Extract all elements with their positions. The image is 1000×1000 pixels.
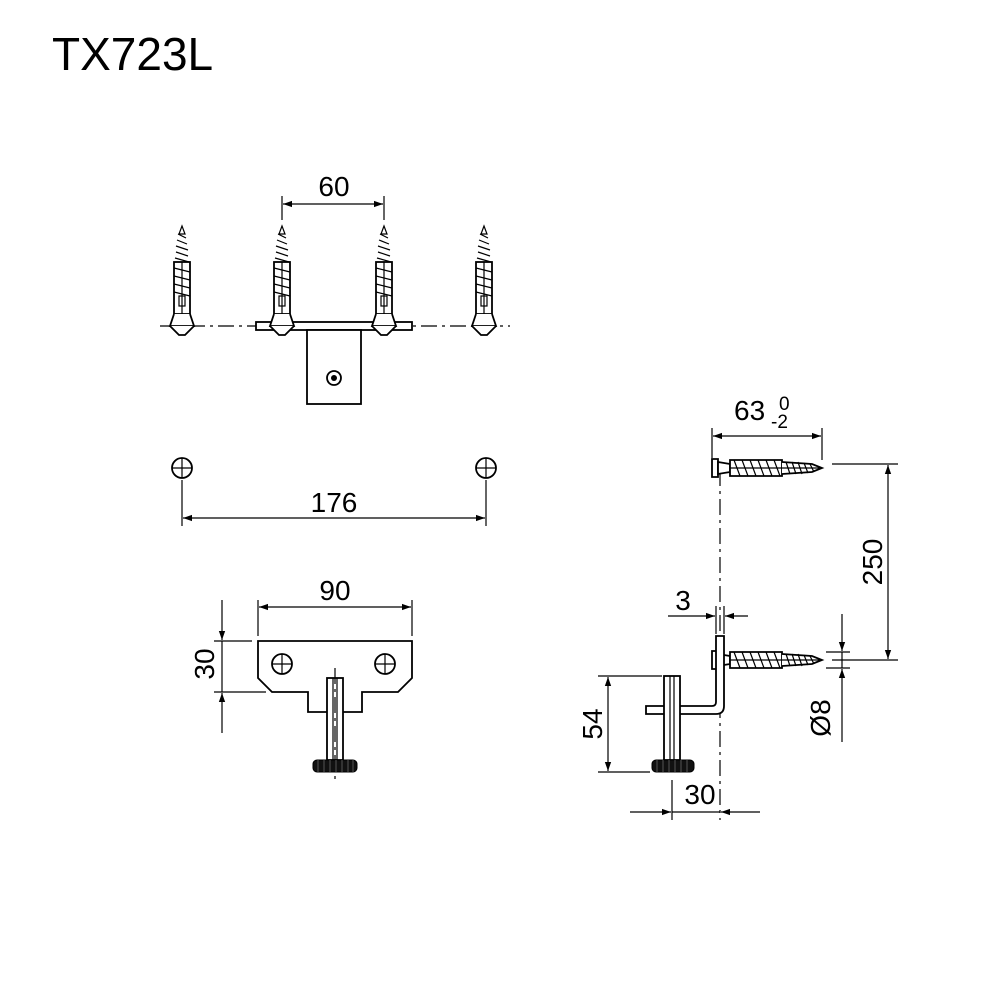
top-view: 60 <box>160 171 510 405</box>
screw-3 <box>371 225 397 336</box>
l-bracket <box>645 635 725 715</box>
dim-diameter: Ø8 <box>805 699 836 736</box>
dim-30-horizontal: 30 <box>684 779 715 810</box>
screw-1 <box>169 225 195 336</box>
dim-30-vertical: 30 <box>189 648 220 679</box>
hole-right <box>475 457 497 479</box>
screw-4 <box>471 225 497 336</box>
screw-2 <box>269 225 295 336</box>
front-knob <box>312 759 358 773</box>
front-hole-left <box>271 653 293 675</box>
lower-anchor <box>711 650 823 670</box>
upper-anchor <box>711 458 823 478</box>
dim-54: 54 <box>577 708 608 739</box>
front-hole-right <box>374 653 396 675</box>
side-knob <box>651 759 695 773</box>
dim-60: 60 <box>318 171 349 202</box>
side-stem <box>663 675 681 761</box>
model-title: TX723L <box>52 28 213 80</box>
dim-3: 3 <box>675 585 691 616</box>
dim-63-tol-upper: 0 <box>779 394 790 415</box>
bracket-body <box>306 329 362 405</box>
dim-90: 90 <box>319 575 350 606</box>
side-view: 63 0 -2 250 3 54 30 Ø8 <box>577 394 898 820</box>
dim-250: 250 <box>857 539 888 586</box>
dim-176: 176 <box>311 487 358 518</box>
dim-63: 63 <box>734 395 765 426</box>
dim-63-tol-lower: -2 <box>771 412 788 433</box>
hole-left <box>171 457 193 479</box>
front-view: 90 30 <box>189 575 413 782</box>
hole-layout: 176 <box>171 457 497 526</box>
